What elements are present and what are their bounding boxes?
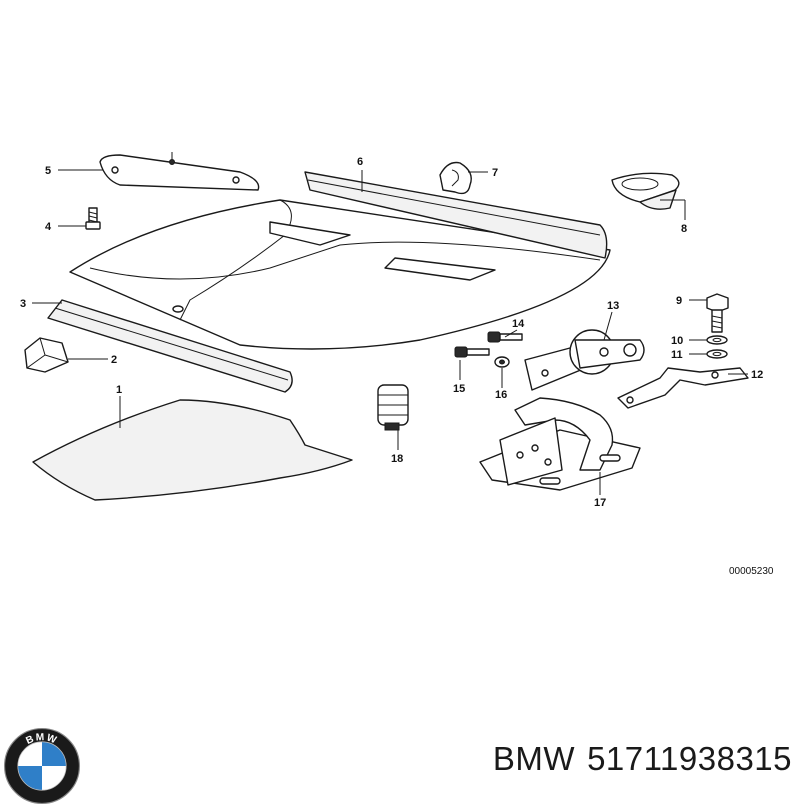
part-number: 51711938315	[587, 740, 792, 777]
bmw-logo: BMW	[3, 727, 81, 805]
brand-name: BMW	[492, 740, 576, 777]
hinge-bracket	[524, 329, 645, 391]
rubber-buffer	[611, 172, 680, 210]
bolt-9	[706, 293, 729, 333]
callout-3: 3	[20, 298, 26, 310]
seal-strip-rear	[304, 171, 608, 259]
insulation-mat	[32, 399, 353, 501]
stay-bracket	[617, 367, 749, 409]
leader-lines	[32, 169, 748, 495]
callout-5: 5	[45, 165, 51, 177]
clip	[439, 161, 472, 195]
bump-stop	[377, 384, 409, 431]
diagram-reference-number: 00005230	[729, 566, 774, 577]
callouts: 5 4 6 7 8 3 2 1 13 14 15 16 9 10 11 12 1…	[20, 156, 774, 577]
callout-7: 7	[492, 167, 498, 179]
callout-8: 8	[681, 223, 687, 235]
seal-strip-front	[47, 299, 293, 393]
callout-12: 12	[751, 369, 763, 381]
callout-13: 13	[607, 300, 619, 312]
screw	[85, 207, 101, 230]
bolt-15	[454, 346, 490, 358]
callout-9: 9	[676, 295, 682, 307]
callout-11: 11	[671, 349, 683, 361]
callout-4: 4	[45, 221, 52, 233]
svg-text:BMW: BMW	[24, 732, 59, 747]
hinge	[479, 397, 641, 491]
rubber-block	[24, 337, 69, 373]
callout-2: 2	[111, 354, 117, 366]
callout-16: 16	[495, 389, 507, 401]
vent-grille	[99, 152, 260, 191]
hood-panel	[69, 199, 611, 350]
callout-6: 6	[357, 156, 363, 168]
logo-letters: BMW	[24, 732, 57, 747]
callout-1: 1	[116, 384, 122, 396]
washer-10	[706, 335, 728, 345]
callout-15: 15	[453, 383, 465, 395]
callout-18: 18	[391, 453, 403, 465]
callout-17: 17	[594, 497, 606, 509]
callout-10: 10	[671, 335, 683, 347]
washer-16	[494, 356, 510, 368]
part-caption: BMW 51711938315	[493, 740, 792, 778]
callout-14: 14	[512, 318, 525, 330]
washer-11	[706, 349, 728, 359]
